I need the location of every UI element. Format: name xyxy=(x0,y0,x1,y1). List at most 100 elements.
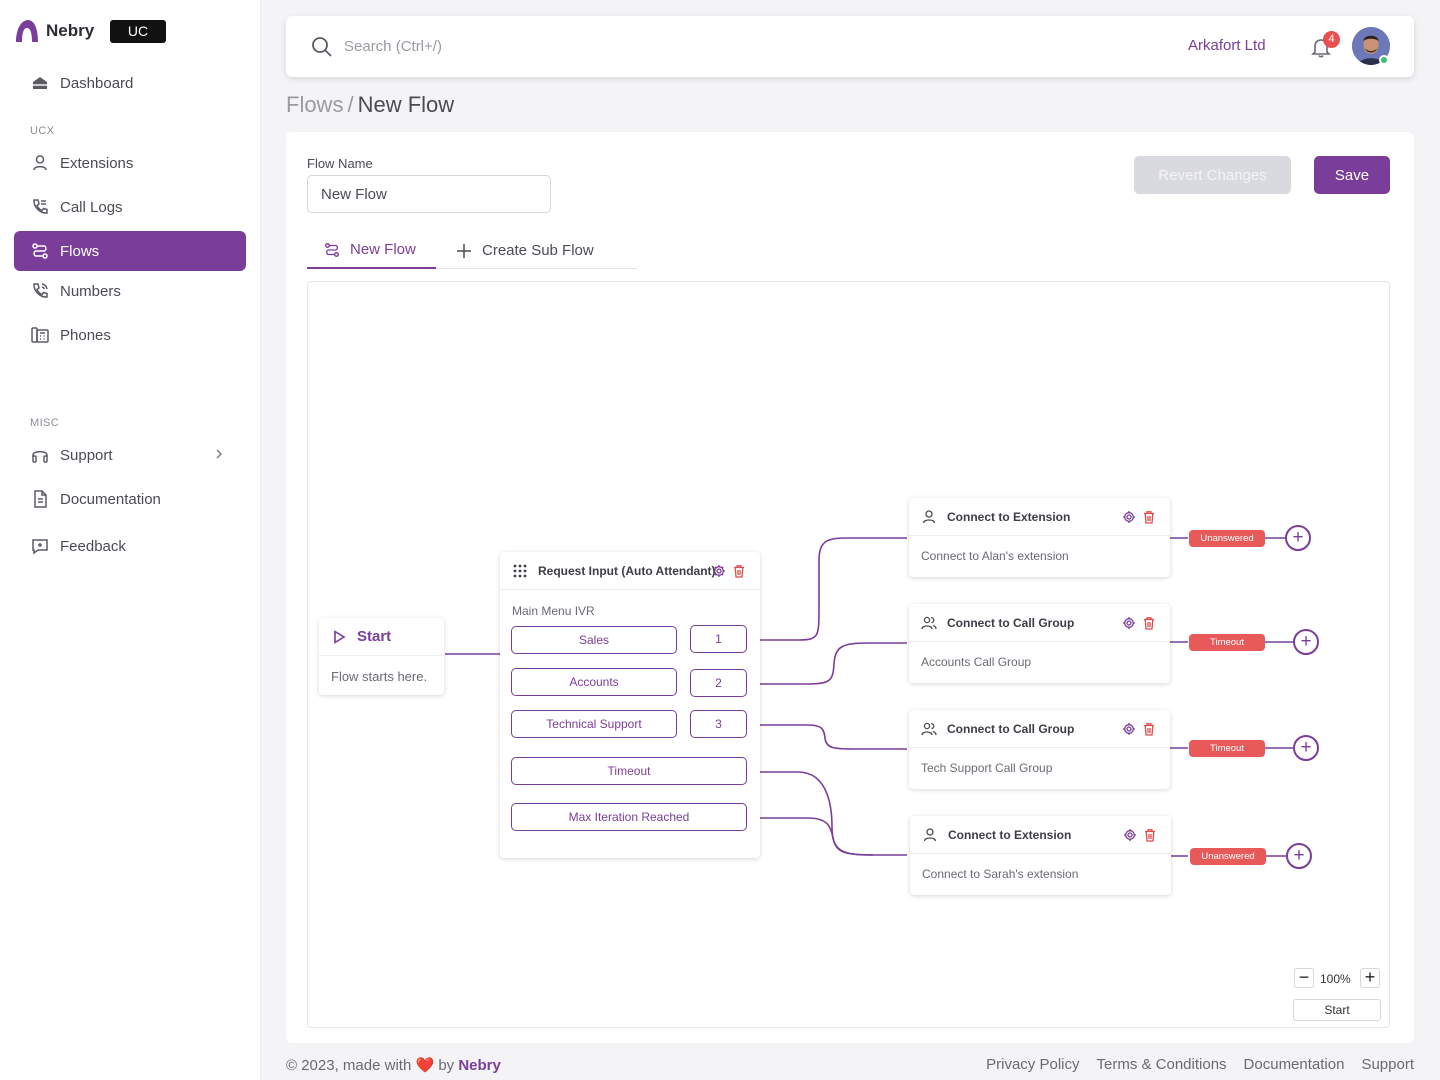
sidebar-item-phones[interactable]: Phones xyxy=(14,315,246,355)
trash-icon[interactable] xyxy=(1142,616,1156,630)
sidebar-item-label: Extensions xyxy=(60,154,134,172)
ivr-option-sales[interactable]: Sales xyxy=(511,626,677,654)
trash-icon[interactable] xyxy=(1142,510,1156,524)
nav-section-ucx: UCX xyxy=(30,125,55,137)
gear-icon[interactable] xyxy=(1122,616,1136,630)
tab-new-flow[interactable]: New Flow xyxy=(307,232,436,269)
destination-node[interactable]: Connect to Call Group Tech Support Call … xyxy=(909,710,1170,789)
sidebar-item-flows[interactable]: Flows xyxy=(14,231,246,271)
destination-node-header: Connect to Call Group xyxy=(909,604,1170,642)
timeout-badge: Timeout xyxy=(1189,634,1265,651)
sidebar-item-dashboard[interactable]: Dashboard xyxy=(14,63,246,103)
save-button[interactable]: Save xyxy=(1314,156,1390,194)
gear-icon[interactable] xyxy=(1123,828,1137,842)
search-input[interactable] xyxy=(344,30,724,62)
top-bar: Arkafort Ltd 4 xyxy=(286,16,1414,77)
node-tools xyxy=(1116,616,1156,630)
brand[interactable]: Nebry UC xyxy=(14,18,166,44)
sidebar-item-call-logs[interactable]: Call Logs xyxy=(14,187,246,227)
gear-icon[interactable] xyxy=(1122,510,1136,524)
destination-desc: Tech Support Call Group xyxy=(921,761,1053,775)
online-status-dot xyxy=(1379,55,1389,65)
nav-section-misc: MISC xyxy=(30,417,60,429)
ivr-option-accounts[interactable]: Accounts xyxy=(511,668,677,696)
ivr-key-3[interactable]: 3 xyxy=(690,710,747,738)
connector-accounts xyxy=(750,642,907,685)
footer-copyright: © 2023, made with ❤️ by Nebry xyxy=(286,1056,501,1074)
headset-icon xyxy=(30,445,50,465)
ivr-node[interactable]: Request Input (Auto Attendant) Main Menu… xyxy=(500,552,760,858)
add-step-button[interactable]: + xyxy=(1293,629,1319,655)
ivr-key-2[interactable]: 2 xyxy=(690,669,747,697)
destination-node-header: Connect to Call Group xyxy=(909,710,1170,748)
flow-editor-card: Flow Name Revert Changes Save New Flow C… xyxy=(286,132,1414,1043)
destination-node[interactable]: Connect to Extension Connect to Sarah's … xyxy=(910,816,1171,895)
users-icon xyxy=(921,615,937,631)
organization-name[interactable]: Arkafort Ltd xyxy=(1188,37,1266,54)
ivr-option-timeout[interactable]: Timeout xyxy=(511,757,747,785)
revert-changes-button[interactable]: Revert Changes xyxy=(1134,156,1291,194)
footer-link-documentation[interactable]: Documentation xyxy=(1243,1056,1345,1073)
node-tools xyxy=(706,564,746,578)
trash-icon[interactable] xyxy=(1143,828,1157,842)
user-icon xyxy=(30,153,50,173)
notification-count-badge: 4 xyxy=(1323,31,1340,48)
breadcrumb-separator: / xyxy=(347,92,354,117)
add-step-button[interactable]: + xyxy=(1293,735,1319,761)
add-step-button[interactable]: + xyxy=(1285,525,1311,551)
zoom-out-button[interactable]: − xyxy=(1294,968,1314,988)
jump-to-start-button[interactable]: Start xyxy=(1293,999,1381,1021)
feedback-icon xyxy=(30,536,50,556)
tab-label: Create Sub Flow xyxy=(482,242,594,259)
zoom-in-button[interactable]: + xyxy=(1360,968,1380,988)
flow-canvas[interactable]: Start Flow starts here. Request Input (A… xyxy=(307,281,1390,1028)
flow-name-input[interactable] xyxy=(307,175,551,213)
footer-link-privacy[interactable]: Privacy Policy xyxy=(986,1056,1080,1073)
destination-title: Connect to Call Group xyxy=(947,721,1075,736)
sidebar-item-label: Call Logs xyxy=(60,198,123,216)
trash-icon[interactable] xyxy=(732,564,746,578)
user-icon xyxy=(922,827,938,843)
tab-label: New Flow xyxy=(350,241,416,258)
drag-handle-icon[interactable] xyxy=(512,563,528,579)
gear-icon[interactable] xyxy=(1122,722,1136,736)
page-title: New Flow xyxy=(357,92,455,117)
ivr-option-technical-support[interactable]: Technical Support xyxy=(511,710,677,738)
gear-icon[interactable] xyxy=(712,564,726,578)
create-sub-flow-tab[interactable]: Create Sub Flow xyxy=(455,232,594,269)
footer-link-terms[interactable]: Terms & Conditions xyxy=(1096,1056,1227,1073)
sidebar-item-support[interactable]: Support xyxy=(14,435,246,475)
ivr-key-1[interactable]: 1 xyxy=(690,625,747,653)
zoom-level: 100% xyxy=(1320,972,1351,986)
footer-brand-link[interactable]: Nebry xyxy=(458,1057,501,1074)
breadcrumb-root[interactable]: Flows xyxy=(286,92,344,117)
sidebar-item-label: Phones xyxy=(60,326,111,344)
nebry-logo-icon xyxy=(14,18,40,44)
sidebar-item-feedback[interactable]: Feedback xyxy=(14,526,246,566)
brand-badge: UC xyxy=(110,20,166,43)
sidebar-item-documentation[interactable]: Documentation xyxy=(14,479,246,519)
ivr-node-title: Request Input (Auto Attendant) xyxy=(538,563,716,578)
start-node-header: Start xyxy=(319,618,444,656)
footer-link-support[interactable]: Support xyxy=(1361,1056,1414,1073)
search-icon xyxy=(310,35,334,59)
ivr-node-subtitle: Main Menu IVR xyxy=(512,604,595,618)
document-icon xyxy=(30,489,50,509)
sidebar-item-extensions[interactable]: Extensions xyxy=(14,143,246,183)
destination-node[interactable]: Connect to Extension Connect to Alan's e… xyxy=(909,498,1170,577)
destination-title: Connect to Extension xyxy=(947,509,1071,524)
phone-log-icon xyxy=(30,197,50,217)
start-node[interactable]: Start Flow starts here. xyxy=(319,618,444,695)
trash-icon[interactable] xyxy=(1142,722,1156,736)
destination-node[interactable]: Connect to Call Group Accounts Call Grou… xyxy=(909,604,1170,683)
user-icon xyxy=(921,509,937,525)
connector-sales xyxy=(750,537,907,641)
add-step-button[interactable]: + xyxy=(1286,843,1312,869)
chevron-right-icon xyxy=(212,447,226,461)
ivr-option-max-iteration[interactable]: Max Iteration Reached xyxy=(511,803,747,831)
brand-name: Nebry xyxy=(46,21,95,40)
destination-node-header: Connect to Extension xyxy=(909,498,1170,536)
start-node-title: Start xyxy=(357,628,392,645)
flow-connectors xyxy=(445,537,1293,857)
sidebar-item-numbers[interactable]: Numbers xyxy=(14,271,246,311)
